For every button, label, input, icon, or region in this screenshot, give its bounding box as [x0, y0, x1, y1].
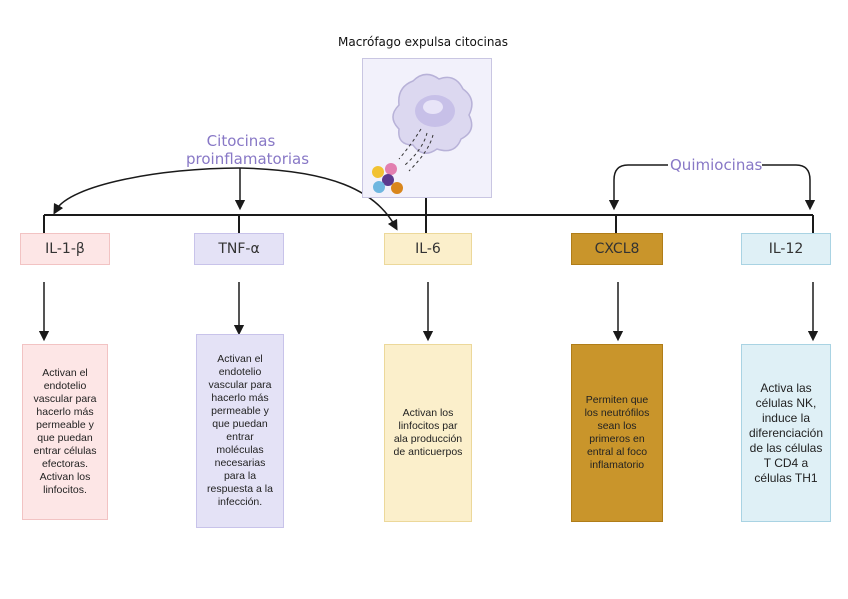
description-il12: Activa las células NK, induce la diferen… — [741, 344, 831, 522]
description-il6: Activan los linfocitos par ala producció… — [384, 344, 472, 522]
macrophage-title: Macrófago expulsa citocinas — [338, 35, 509, 49]
macrophage-panel — [362, 58, 492, 198]
cytokine-il6: IL-6 — [384, 233, 472, 265]
cytokine-il12: IL-12 — [741, 233, 831, 265]
arrow-to-il12 — [762, 164, 816, 211]
cytokine-cxcl8: CXCL8 — [571, 233, 663, 265]
macrophage-icon — [372, 73, 473, 194]
arrow-to-cxcl8 — [608, 164, 668, 211]
description-il1b: Activan el endotelio vascular para hacer… — [22, 344, 108, 520]
proinflammatory-label: Citocinas proinflamatorias — [186, 132, 310, 168]
description-cxcl8: Permiten que los neutrófilos sean los pr… — [571, 344, 663, 522]
chemokines-label: Quimiocinas — [670, 156, 763, 174]
cytokine-il1b: IL-1-β — [20, 233, 110, 265]
cytokine-tnfa: TNF-α — [194, 233, 284, 265]
arrow-to-il1 — [53, 167, 241, 215]
arrow-to-il6 — [239, 167, 398, 231]
description-tnfa: Activan el endotelio vascular para hacer… — [196, 334, 284, 528]
